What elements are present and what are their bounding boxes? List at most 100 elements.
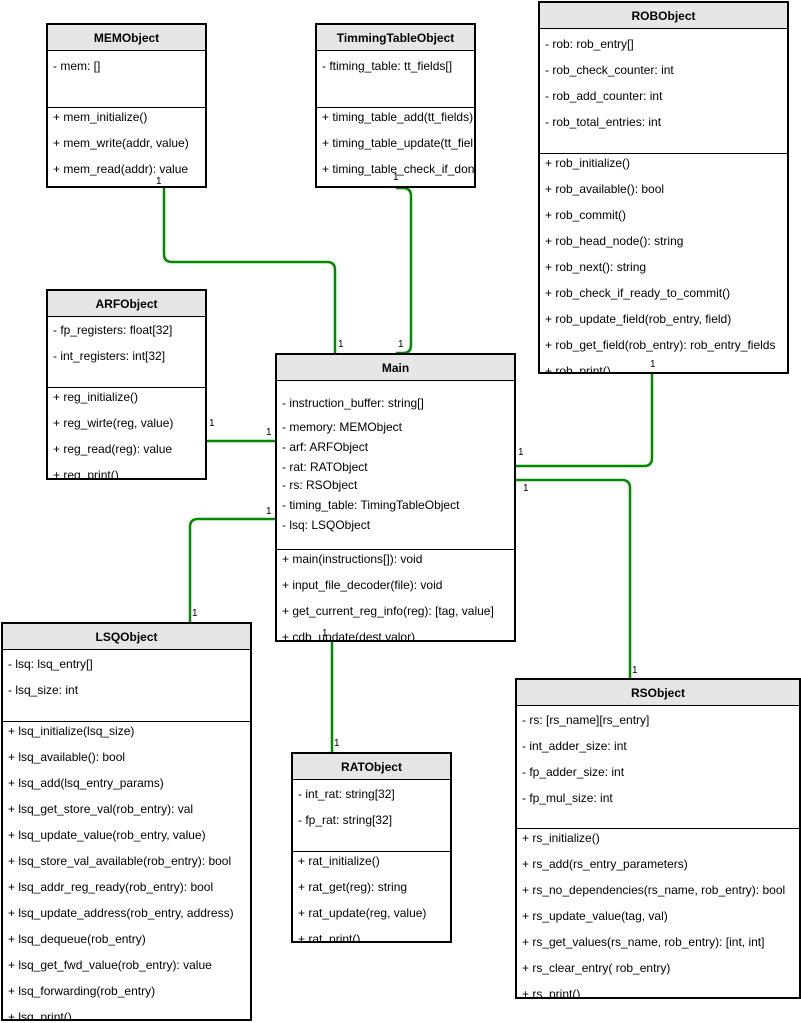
attribute-section: - rob: rob_entry[] - rob_check_counter: i… [540,29,787,154]
attribute-row: - rob: rob_entry[] [545,37,634,51]
multiplicity-label: 1 [156,176,162,187]
multiplicity-label: 1 [398,339,404,350]
multiplicity-label: 1 [334,738,340,749]
operation-row: + reg_read(reg): value [53,441,173,456]
operation-row: + mem_print() [53,188,128,189]
attribute-row: - rob_check_counter: int [545,63,674,77]
attribute-row: - lsq: LSQObject [282,518,371,532]
operation-row: + lsq_store_val_available(rob_entry): bo… [8,853,232,868]
operation-row: + cdb_update(dest,valor) [282,629,416,642]
attribute-section: - lsq: lsq_entry[] - lsq_size: int [3,650,250,722]
attribute-row: - rs: RSObject [282,478,358,492]
operation-row: + rob_initialize() [545,155,631,170]
operation-row: + reg_initialize() [53,389,139,404]
multiplicity-label: 1 [266,427,272,438]
attribute-row: - fp_adder_size: int [522,765,625,779]
operation-row: + input_file_decoder(file): void [282,577,443,592]
operation-row: + lsq_get_store_val(rob_entry): val [8,801,194,816]
operation-row: + rat_initialize() [298,853,380,868]
operation-row: + rob_head_node(): string [545,233,684,248]
operation-row: + lsq_print() [8,1009,72,1021]
operation-row: + lsq_update_address(rob_entry, address) [8,905,234,920]
operation-row: + rob_print() [545,363,611,374]
multiplicity-label: 1 [393,172,399,183]
attribute-row: - int_adder_size: int [522,739,627,753]
operation-row: + main(instructions[]): void [282,551,423,566]
attribute-row: - ftiming_table: tt_fields[] [322,59,453,73]
attribute-row: - rs: [rs_name][rs_entry] [522,713,650,727]
operation-row: + rs_no_dependencies(rs_name, rob_entry)… [522,882,786,897]
class-box-arf: ARFObject- fp_registers: float[32]- int_… [46,289,207,480]
attribute-row: - int_rat: string[32] [298,787,395,801]
operation-row: + timing_table_check_if_don [322,161,475,176]
operation-row: + timing_table_update(tt_fiel [322,135,474,150]
class-box-lsq: LSQObject - lsq: lsq_entry[] - lsq_size: i… [1,622,252,1021]
association-line-timing-main [396,186,413,355]
attribute-section: - mem: [] [48,51,205,108]
operation-row: + lsq_get_fwd_value(rob_entry): value [8,957,212,972]
attribute-row: - fp_rat: string[32] [298,813,393,827]
operation-row: + lsq_addr_reg_ready(rob_entry): bool [8,879,214,894]
operation-row: + rs_print() [522,986,581,999]
multiplicity-label: 1 [650,359,656,370]
operation-row: + get_current_reg_info(reg): [tag, value… [282,603,494,618]
class-name: RSObject [517,680,799,706]
operation-row: + rob_check_if_ready_to_commit() [545,285,731,300]
attribute-row: - lsq: lsq_entry[] [8,657,93,671]
operation-row: + timing_table_print() [322,188,435,189]
operation-row: + rs_get_values(rs_name, rob_entry): [in… [522,934,765,949]
multiplicity-label: 1 [322,628,328,639]
class-name: RATObject [293,754,450,780]
operation-row: + rs_initialize() [522,830,600,845]
class-box-main: Main- instruction_buffer: string[]- memo… [275,353,516,642]
operation-row: + lsq_available(): bool [8,749,126,764]
multiplicity-label: 1 [518,447,524,458]
operation-row: + rob_get_field(rob_entry): rob_entry_fi… [545,337,776,352]
operation-row: + reg_print() [53,467,119,480]
attribute-section: - instruction_buffer: string[] - memory: … [277,381,514,550]
operation-row: + rs_clear_entry( rob_entry) [522,960,671,975]
operation-row: + rob_available(): bool [545,181,665,196]
operation-row: + rat_update(reg, value) [298,905,427,920]
class-box-rob: ROBObject - rob: rob_entry[] - rob_check_c… [538,1,789,374]
operation-row: + mem_initialize() [53,109,148,124]
multiplicity-label: 1 [632,665,638,676]
class-name: MEMObject [48,25,205,51]
operation-row: + rob_commit() [545,207,627,222]
association-line-rs-main [516,478,632,678]
multiplicity-label: 1 [523,483,529,494]
operation-row: + rob_next(): string [545,259,647,274]
operation-row: + rs_add(rs_entry_parameters) [522,856,688,871]
association-line-rob-main [516,374,654,468]
operation-row: + rat_print() [298,931,361,943]
class-name: ROBObject [540,3,787,29]
multiplicity-label: 1 [209,418,215,429]
class-box-rat: RATObject - int_rat: string[32] - fp_rat: … [291,752,452,943]
operation-row: + mem_write(addr, value) [53,135,189,150]
operation-row: + mem_read(addr): value [53,161,189,176]
operation-row: + rob_update_field(rob_entry, field) [545,311,732,326]
multiplicity-label: 1 [266,506,272,517]
attribute-row: - int_registers: int[32] [53,349,166,363]
attribute-row: - lsq_size: int [8,683,79,697]
attribute-section: - rs: [rs_name][rs_entry] - int_adder_siz… [517,706,799,829]
operation-row: + reg_wirte(reg, value) [53,415,174,430]
class-box-mem: MEMObject- mem: []+ mem_initialize() + me… [46,23,207,188]
attribute-row: - rob_total_entries: int [545,115,662,129]
class-name: ARFObject [48,291,205,317]
attribute-row: - memory: MEMObject [282,420,403,434]
attribute-row: - timing_table: TimingTableObject [282,498,460,512]
attribute-section: - ftiming_table: tt_fields[] [317,51,474,108]
attribute-row: - rat: RATObject [282,460,368,474]
class-box-timing: TimmingTableObject- ftiming_table: tt_fi… [315,23,476,188]
operation-row: + rs_update_value(tag, val) [522,908,668,923]
class-name: LSQObject [3,624,250,650]
attribute-row: - instruction_buffer: string[] [282,396,424,410]
operation-row: + lsq_dequeue(rob_entry) [8,931,146,946]
operation-row: + rat_get(reg): string [298,879,408,894]
operation-row: + lsq_update_value(rob_entry, value) [8,827,206,842]
attribute-row: - rob_add_counter: int [545,89,663,103]
attribute-row: - fp_mul_size: int [522,791,613,805]
operation-row: + timing_table_add(tt_fields) [322,109,474,124]
